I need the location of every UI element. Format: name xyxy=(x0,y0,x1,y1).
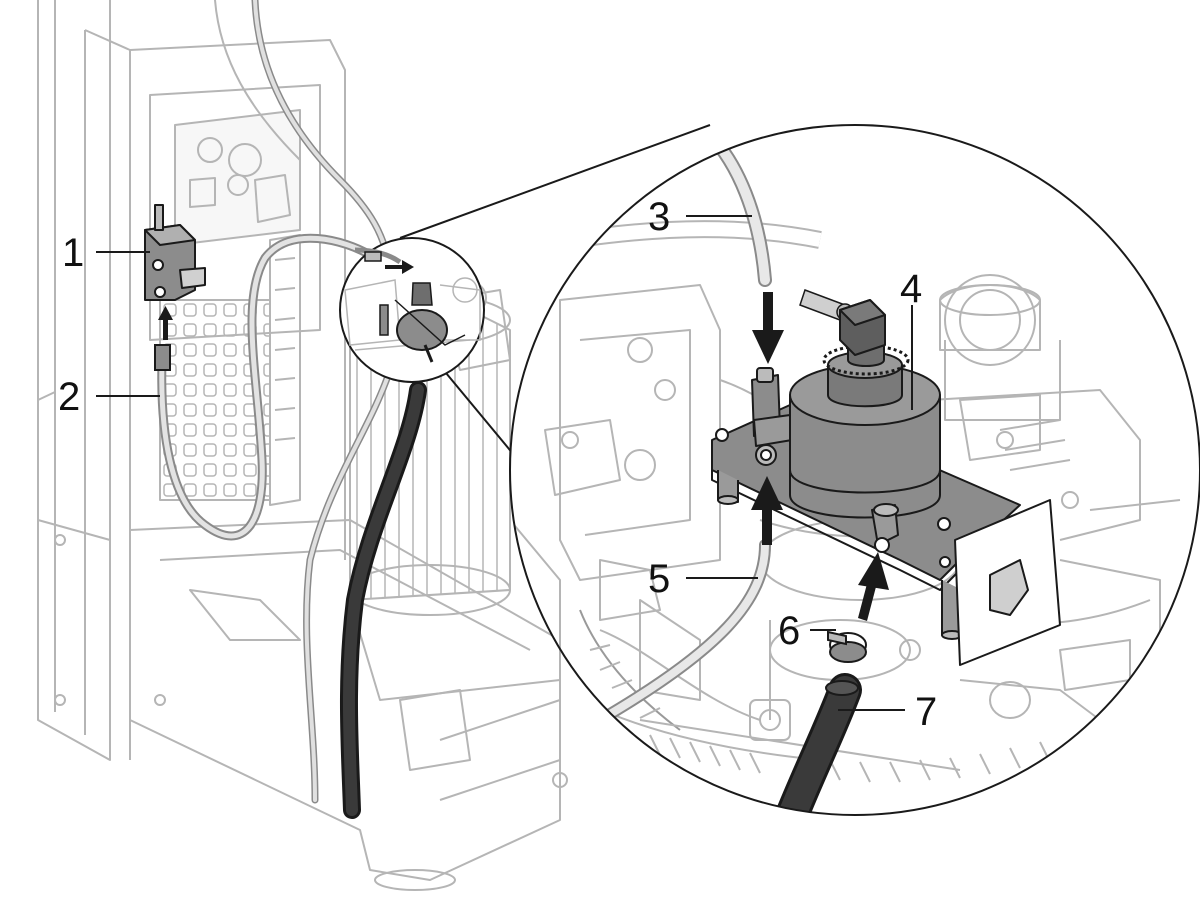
tube-5 xyxy=(594,539,771,726)
hose-clamp xyxy=(827,630,867,663)
leader-lines xyxy=(96,215,913,711)
overview-detail-circle xyxy=(339,237,485,383)
overview-valve-block xyxy=(144,204,206,301)
overview-arrow-up-icon xyxy=(158,306,173,340)
arrow-down-icon xyxy=(752,292,784,364)
callout-1: 1 xyxy=(62,231,84,275)
black-hose xyxy=(773,673,862,815)
overview-hose-fitting xyxy=(154,344,171,371)
arrow-up-icon xyxy=(751,476,783,545)
detail-view xyxy=(510,125,1181,815)
callout-5: 5 xyxy=(648,557,670,601)
callout-3: 3 xyxy=(648,195,670,239)
detail-circle-border xyxy=(509,124,1200,816)
callout-2: 2 xyxy=(58,375,80,419)
callout-7: 7 xyxy=(915,690,937,734)
right-bracket xyxy=(954,499,1061,666)
callout-4: 4 xyxy=(900,267,922,311)
detail-valve xyxy=(751,367,793,466)
pump-unit xyxy=(789,299,941,553)
overview-tubes xyxy=(157,0,427,819)
arrow-diagonal-icon xyxy=(858,552,889,621)
callout-6: 6 xyxy=(778,609,800,653)
